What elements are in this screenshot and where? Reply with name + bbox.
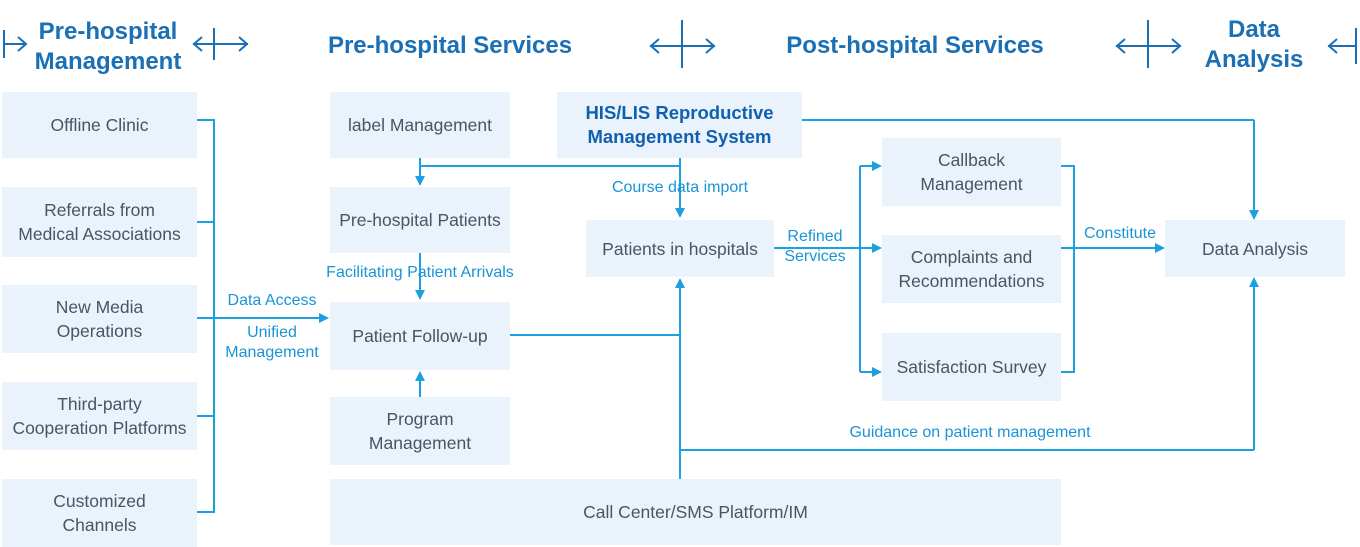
label-data-access: Data Access	[227, 292, 317, 309]
header-post-hospital-services: Post-hospital Services	[786, 32, 1044, 59]
source-new-media: New Media Operations	[2, 285, 197, 353]
label-facilitating-arrivals: Facilitating Patient Arrivals	[326, 264, 514, 281]
left-edge-arrow-icon	[3, 30, 28, 58]
header-pre-hospital-services: Pre-hospital Services	[327, 32, 573, 59]
label-guidance: Guidance on patient management	[849, 424, 1091, 441]
source-referrals: Referrals from Medical Associations	[2, 187, 197, 257]
source-offline-clinic: Offline Clinic	[2, 92, 197, 158]
header-pre-hospital-management: Pre-hospital Management	[34, 18, 182, 75]
box-program-management: Program Management	[330, 397, 510, 465]
box-patient-follow-up: Patient Follow-up	[330, 302, 510, 370]
header-data-analysis: Data Analysis	[1204, 16, 1304, 73]
source-third-party: Third-party Cooperation Platforms	[2, 382, 197, 450]
label-constitute: Constitute	[1083, 225, 1157, 242]
double-arrow-icon	[192, 28, 249, 60]
box-call-center: Call Center/SMS Platform/IM	[330, 479, 1061, 545]
source-customized: Customized Channels	[2, 479, 197, 547]
label-unified-management: Unified Management	[225, 324, 319, 361]
box-complaints: Complaints and Recommendations	[882, 235, 1061, 303]
box-data-analysis: Data Analysis	[1165, 220, 1345, 277]
double-arrow-icon	[649, 20, 716, 68]
label-refined-services: Refined Services	[784, 228, 846, 265]
header-arrows	[3, 20, 1357, 68]
right-edge-arrow-icon	[1327, 28, 1357, 64]
box-pre-hospital-patients: Pre-hospital Patients	[330, 187, 510, 253]
box-satisfaction-survey: Satisfaction Survey	[882, 333, 1061, 401]
double-arrow-icon	[1115, 20, 1182, 68]
box-patients-in-hospitals: Patients in hospitals	[586, 220, 774, 277]
label-course-data-import: Course data import	[611, 179, 749, 196]
box-label-management: label Management	[330, 92, 510, 158]
box-his-lis-system: HIS/LIS Reproductive Management System	[557, 92, 802, 158]
box-callback-management: Callback Management	[882, 138, 1061, 206]
